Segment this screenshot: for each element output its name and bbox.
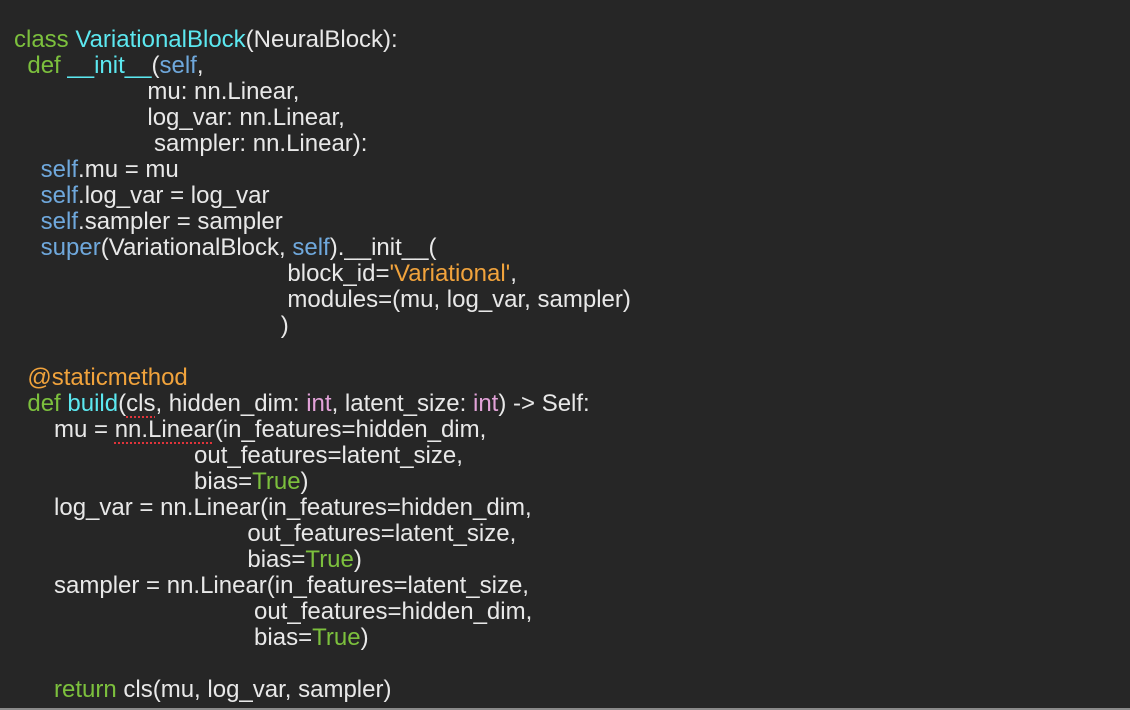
code-token-plain <box>14 208 41 235</box>
code-token-plain: out_features=latent_size, <box>14 442 463 469</box>
code-token-plain <box>14 52 27 79</box>
code-line: self.sampler = sampler <box>14 209 283 235</box>
code-token-true: True <box>252 468 301 495</box>
code-line: ) <box>14 313 289 339</box>
code-token-cls: build <box>67 390 119 417</box>
code-token-plain <box>14 390 27 417</box>
code-token-plain: log_var = nn.Linear(in_features=hidden_d… <box>14 494 532 521</box>
code-token-plain: .mu = mu <box>78 156 179 183</box>
code-line: self.mu = mu <box>14 157 179 183</box>
code-token-self: self <box>159 52 197 79</box>
code-line: class VariationalBlock(NeuralBlock): <box>14 27 398 53</box>
code-token-plain: ) <box>300 468 309 495</box>
code-token-self: self <box>40 208 79 235</box>
code-token-plain: ( <box>151 52 160 79</box>
code-token-kw: return <box>54 676 117 703</box>
code-token-plain: bias= <box>14 624 313 651</box>
code-line: block_id='Variational', <box>14 261 517 287</box>
code-token-plain: (in_features=hidden_dim, <box>214 416 487 443</box>
code-token-plain <box>14 364 27 391</box>
code-token-kw: def <box>27 390 61 417</box>
code-line: modules=(mu, log_var, sampler) <box>14 287 631 313</box>
code-token-plain: mu = <box>14 416 115 443</box>
code-line: out_features=latent_size, <box>14 521 516 547</box>
code-token-plain: block_id= <box>14 260 390 287</box>
code-token-plain: ) <box>14 312 289 339</box>
code-token-str: 'Variational' <box>389 260 511 287</box>
code-token-plain: .sampler = sampler <box>78 208 283 235</box>
code-token-plain <box>14 156 41 183</box>
code-token-self: self <box>40 156 79 183</box>
code-token-plain: (NeuralBlock): <box>245 26 398 53</box>
code-token-self: super <box>40 234 101 261</box>
code-token-squiggle: nn.Linear <box>114 416 215 443</box>
code-line: bias=True) <box>14 547 362 573</box>
code-token-self: self <box>292 234 330 261</box>
code-line: out_features=hidden_dim, <box>14 599 532 625</box>
code-token-plain: , hidden_dim: <box>155 390 307 417</box>
code-line: super(VariationalBlock, self).__init__( <box>14 234 437 261</box>
code-line: self.log_var = log_var <box>14 182 270 209</box>
code-token-plain: .log_var = log_var <box>78 182 270 209</box>
code-token-plain: out_features=latent_size, <box>14 520 517 547</box>
code-line: bias=True) <box>14 469 309 495</box>
code-line: sampler = nn.Linear(in_features=latent_s… <box>14 573 529 599</box>
code-token-plain: , <box>196 52 204 79</box>
code-token-plain: , <box>510 260 517 287</box>
code-token-plain: ) <box>353 546 362 573</box>
code-token-plain: log_var: nn.Linear, <box>14 104 345 131</box>
code-token-deco: @staticmethod <box>27 364 188 391</box>
code-token-plain: (VariationalBlock, <box>100 234 293 261</box>
code-token-squiggle: cls <box>126 390 156 417</box>
code-token-plain: ) <box>360 624 369 651</box>
code-token-true: True <box>312 624 361 651</box>
code-token-plain: modules=(mu, log_var, sampler) <box>14 286 631 313</box>
code-token-plain: sampler: nn.Linear): <box>14 130 368 157</box>
code-token-plain: bias= <box>14 468 253 495</box>
code-token-plain: bias= <box>14 546 306 573</box>
code-line: out_features=latent_size, <box>14 443 463 469</box>
code-line: log_var: nn.Linear, <box>14 104 345 131</box>
code-token-plain: ) -> Self: <box>498 390 590 417</box>
code-token-type: int <box>473 390 499 417</box>
code-token-plain <box>14 676 54 703</box>
code-line: sampler: nn.Linear): <box>14 131 367 157</box>
code-token-cls: VariationalBlock <box>75 26 246 53</box>
code-token-self: self <box>40 182 79 209</box>
code-line: def __init__(self, <box>14 52 204 79</box>
code-token-kw: class <box>14 26 69 53</box>
code-line: return cls(mu, log_var, sampler) <box>14 677 391 703</box>
code-token-plain <box>14 182 41 209</box>
code-token-plain: sampler = nn.Linear(in_features=latent_s… <box>14 572 529 599</box>
code-line: bias=True) <box>14 625 369 651</box>
code-line: log_var = nn.Linear(in_features=hidden_d… <box>14 495 532 521</box>
code-token-plain: ).__init__( <box>329 234 437 261</box>
code-line: @staticmethod <box>14 364 188 391</box>
code-token-plain: cls(mu, log_var, sampler) <box>116 676 392 703</box>
code-token-true: True <box>305 546 354 573</box>
bottom-divider <box>0 708 1130 710</box>
code-token-plain: , latent_size: <box>331 390 473 417</box>
code-token-cls: __init__ <box>67 52 152 79</box>
code-token-plain: out_features=hidden_dim, <box>14 598 533 625</box>
code-line: mu: nn.Linear, <box>14 79 299 105</box>
code-token-plain: ( <box>118 390 127 417</box>
code-token-plain <box>14 234 41 261</box>
code-token-kw: def <box>27 52 61 79</box>
code-token-plain: mu: nn.Linear, <box>14 78 300 105</box>
code-token-type: int <box>306 390 332 417</box>
code-line: mu = nn.Linear(in_features=hidden_dim, <box>14 417 486 443</box>
code-line: def build(cls, hidden_dim: int, latent_s… <box>14 390 590 417</box>
